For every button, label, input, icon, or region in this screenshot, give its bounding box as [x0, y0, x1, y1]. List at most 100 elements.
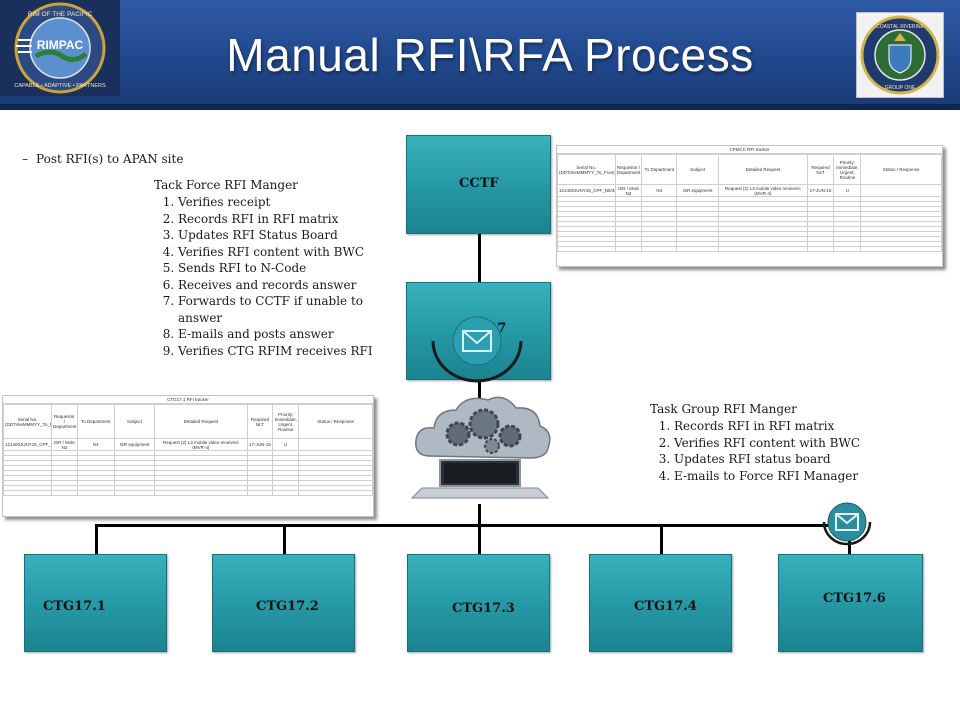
- tracker-header-row: Serial No. (DDTimeMMMYY_To_From) Request…: [557, 154, 942, 185]
- force-step: Receives and records answer: [178, 277, 376, 294]
- force-rfi-heading: Tack Force RFI Manger: [154, 178, 298, 192]
- group-step: Updates RFI status board: [674, 451, 880, 468]
- tracker-cell: N4: [641, 184, 678, 197]
- drop-ctg173: [478, 524, 481, 554]
- tracker-header-row: Serial No. (DDTimeMMMYY_To_From) Request…: [3, 404, 373, 439]
- tracker-header-cell: To Department: [641, 154, 678, 185]
- tracker-cell: 17-JUN-15: [806, 184, 835, 197]
- node-ctg172-label: CTG17.2: [256, 599, 319, 614]
- coastal-riverine-seal: COASTAL RIVERINE GROUP ONE: [856, 12, 944, 98]
- force-step: Updates RFI Status Board: [178, 227, 376, 244]
- group-rfi-manager-notes: Task Group RFI Manger Records RFI in RFI…: [650, 402, 880, 484]
- node-cctf-label: CCTF: [459, 176, 499, 191]
- force-rfi-manager-notes: Tack Force RFI Manger Verifies receipt R…: [154, 178, 376, 359]
- dash-bullet: –: [22, 152, 28, 166]
- node-ctg174: CTG17.4: [589, 554, 732, 652]
- tracker-header-cell: To Department: [76, 404, 115, 439]
- tracker-header-cell: Priority: Immediate, Urgent, Routine: [272, 404, 300, 439]
- force-step: E-mails and posts answer: [178, 326, 376, 343]
- tracker-header-cell: Detailed Request: [718, 154, 808, 185]
- tracker-blank-row: [557, 231, 942, 237]
- tracker-cell: ISR equipment: [676, 184, 720, 197]
- tracker-cell: 121400JUNY15_CPF_N5/3S2: [3, 438, 52, 451]
- tracker-cell: U: [272, 438, 300, 451]
- tracker-blank-row: [3, 490, 373, 496]
- post-note: –Post RFI(s) to APAN site: [22, 152, 183, 166]
- ctg171-rfi-tracker: CTG17.1 RFI tracker Serial No. (DDTimeMM…: [2, 395, 374, 517]
- group-rfi-heading: Task Group RFI Manger: [650, 402, 797, 416]
- tracker-header-cell: Priority: Immediate, Urgent, Routine: [833, 154, 862, 185]
- node-ctg173-label: CTG17.3: [452, 601, 515, 616]
- envelope-icon: [427, 311, 527, 385]
- tracker-header-cell: Serial No. (DDTimeMMMYY_To_From): [557, 154, 616, 185]
- tracker-cell: ISR / Mole N2: [614, 184, 643, 197]
- node-ctg176: CTG17.6: [778, 554, 923, 652]
- tracker-header-cell: Status / Response: [860, 154, 942, 185]
- group-step: Verifies RFI content with BWC: [674, 435, 880, 452]
- tracker-header-cell: Required NLT: [806, 154, 835, 185]
- drop-ctg171: [95, 524, 98, 554]
- horizontal-bus: [95, 524, 850, 527]
- node-ctg171: CTG17.1: [24, 554, 167, 652]
- seal-ring-top-text: COASTAL RIVERINE: [876, 24, 924, 30]
- tracker-row: 121400JUNY15_CPF_N5/3S2 ISR / Mole N2 N4…: [3, 438, 373, 451]
- post-note-text: Post RFI(s) to APAN site: [36, 152, 184, 166]
- tracker-title: CTG17.1 RFI tracker: [3, 396, 373, 404]
- tracker-cell: [298, 438, 373, 451]
- tracker-header-cell: Requestor / Department: [50, 404, 78, 439]
- rimpac-logo-text: RIMPAC: [37, 38, 84, 52]
- page-title: Manual RFI\RFA Process: [226, 29, 754, 81]
- tracker-header-cell: Subject: [676, 154, 720, 185]
- seal-ring-bottom-text: GROUP ONE: [885, 85, 916, 91]
- slide-header: RIMPAC RIM OF THE PACIFIC CAPABLE • ADAP…: [0, 0, 960, 110]
- tracker-blank-row: [557, 246, 942, 252]
- header-divider: [0, 104, 960, 110]
- node-ctg173: CTG17.3: [407, 554, 550, 652]
- rimpac-logo: RIMPAC RIM OF THE PACIFIC CAPABLE • ADAP…: [0, 0, 120, 96]
- tracker-cell: ISR / Mole N2: [50, 438, 78, 451]
- tracker-header-cell: Serial No. (DDTimeMMMYY_To_From): [3, 404, 52, 439]
- tracker-title: CPMCC RFI tracker: [557, 146, 942, 154]
- tracker-cell: 17-JUN-15: [246, 438, 274, 451]
- force-step: Records RFI in RFI matrix: [178, 211, 376, 228]
- connector-cloud-bus: [478, 504, 481, 526]
- rimpac-ring-top-text: RIM OF THE PACIFIC: [28, 11, 93, 18]
- connector-ctf17-cloud: [478, 378, 481, 398]
- rimpac-ring-bottom-text: CAPABLE • ADAPTIVE • PARTNERS: [14, 83, 106, 89]
- force-step: Verifies CTG RFIM receives RFI: [178, 343, 376, 360]
- tracker-cell: ISR equipment: [113, 438, 156, 451]
- tracker-cell: U: [833, 184, 862, 197]
- force-step: Forwards to CCTF if unable to answer: [178, 293, 376, 326]
- group-step: Records RFI in RFI matrix: [674, 418, 880, 435]
- tracker-cell: 121400JUNY15_CPF_N5/3S2: [557, 184, 616, 197]
- tracker-header-cell: Requestor / Department: [614, 154, 643, 185]
- tracker-header-cell: Detailed Request: [154, 404, 248, 439]
- node-cctf: CCTF: [406, 135, 551, 234]
- tracker-table: Serial No. (DDTimeMMMYY_To_From) Request…: [557, 154, 942, 252]
- drop-ctg172: [283, 524, 286, 554]
- force-rfi-steps: Verifies receipt Records RFI in RFI matr…: [154, 194, 376, 359]
- tracker-cell: Request (2) L3 mobile video receivers (M…: [154, 438, 248, 451]
- node-ctg172: CTG17.2: [212, 554, 355, 652]
- tracker-header-cell: Status / Response: [298, 404, 373, 439]
- tracker-cell: Request (2) L3 mobile video receivers (M…: [718, 184, 808, 197]
- envelope-icon: [820, 500, 874, 550]
- node-ctg176-label: CTG17.6: [823, 591, 886, 606]
- header-band: [0, 0, 960, 104]
- tracker-row: 121400JUNY15_CPF_N5/3S2 ISR / Mole N2 N4…: [557, 184, 942, 197]
- tracker-header-cell: Subject: [113, 404, 156, 439]
- node-ctg171-label: CTG17.1: [43, 599, 106, 614]
- cloud-gears-laptop-icon: [400, 386, 560, 504]
- cpmcc-rfi-tracker: CPMCC RFI tracker Serial No. (DDTimeMMMY…: [556, 145, 943, 267]
- tracker-cell: N4: [76, 438, 115, 451]
- connector-cctf-ctf17: [478, 232, 481, 282]
- tracker-table: Serial No. (DDTimeMMMYY_To_From) Request…: [3, 404, 373, 496]
- drop-ctg174: [660, 524, 663, 554]
- node-ctg174-label: CTG17.4: [634, 599, 697, 614]
- tracker-cell: [860, 184, 942, 197]
- force-step: Sends RFI to N-Code: [178, 260, 376, 277]
- force-step: Verifies RFI content with BWC: [178, 244, 376, 261]
- node-ctf17: CTF17: [406, 282, 551, 383]
- force-step: Verifies receipt: [178, 194, 376, 211]
- tracker-header-cell: Required NLT: [246, 404, 274, 439]
